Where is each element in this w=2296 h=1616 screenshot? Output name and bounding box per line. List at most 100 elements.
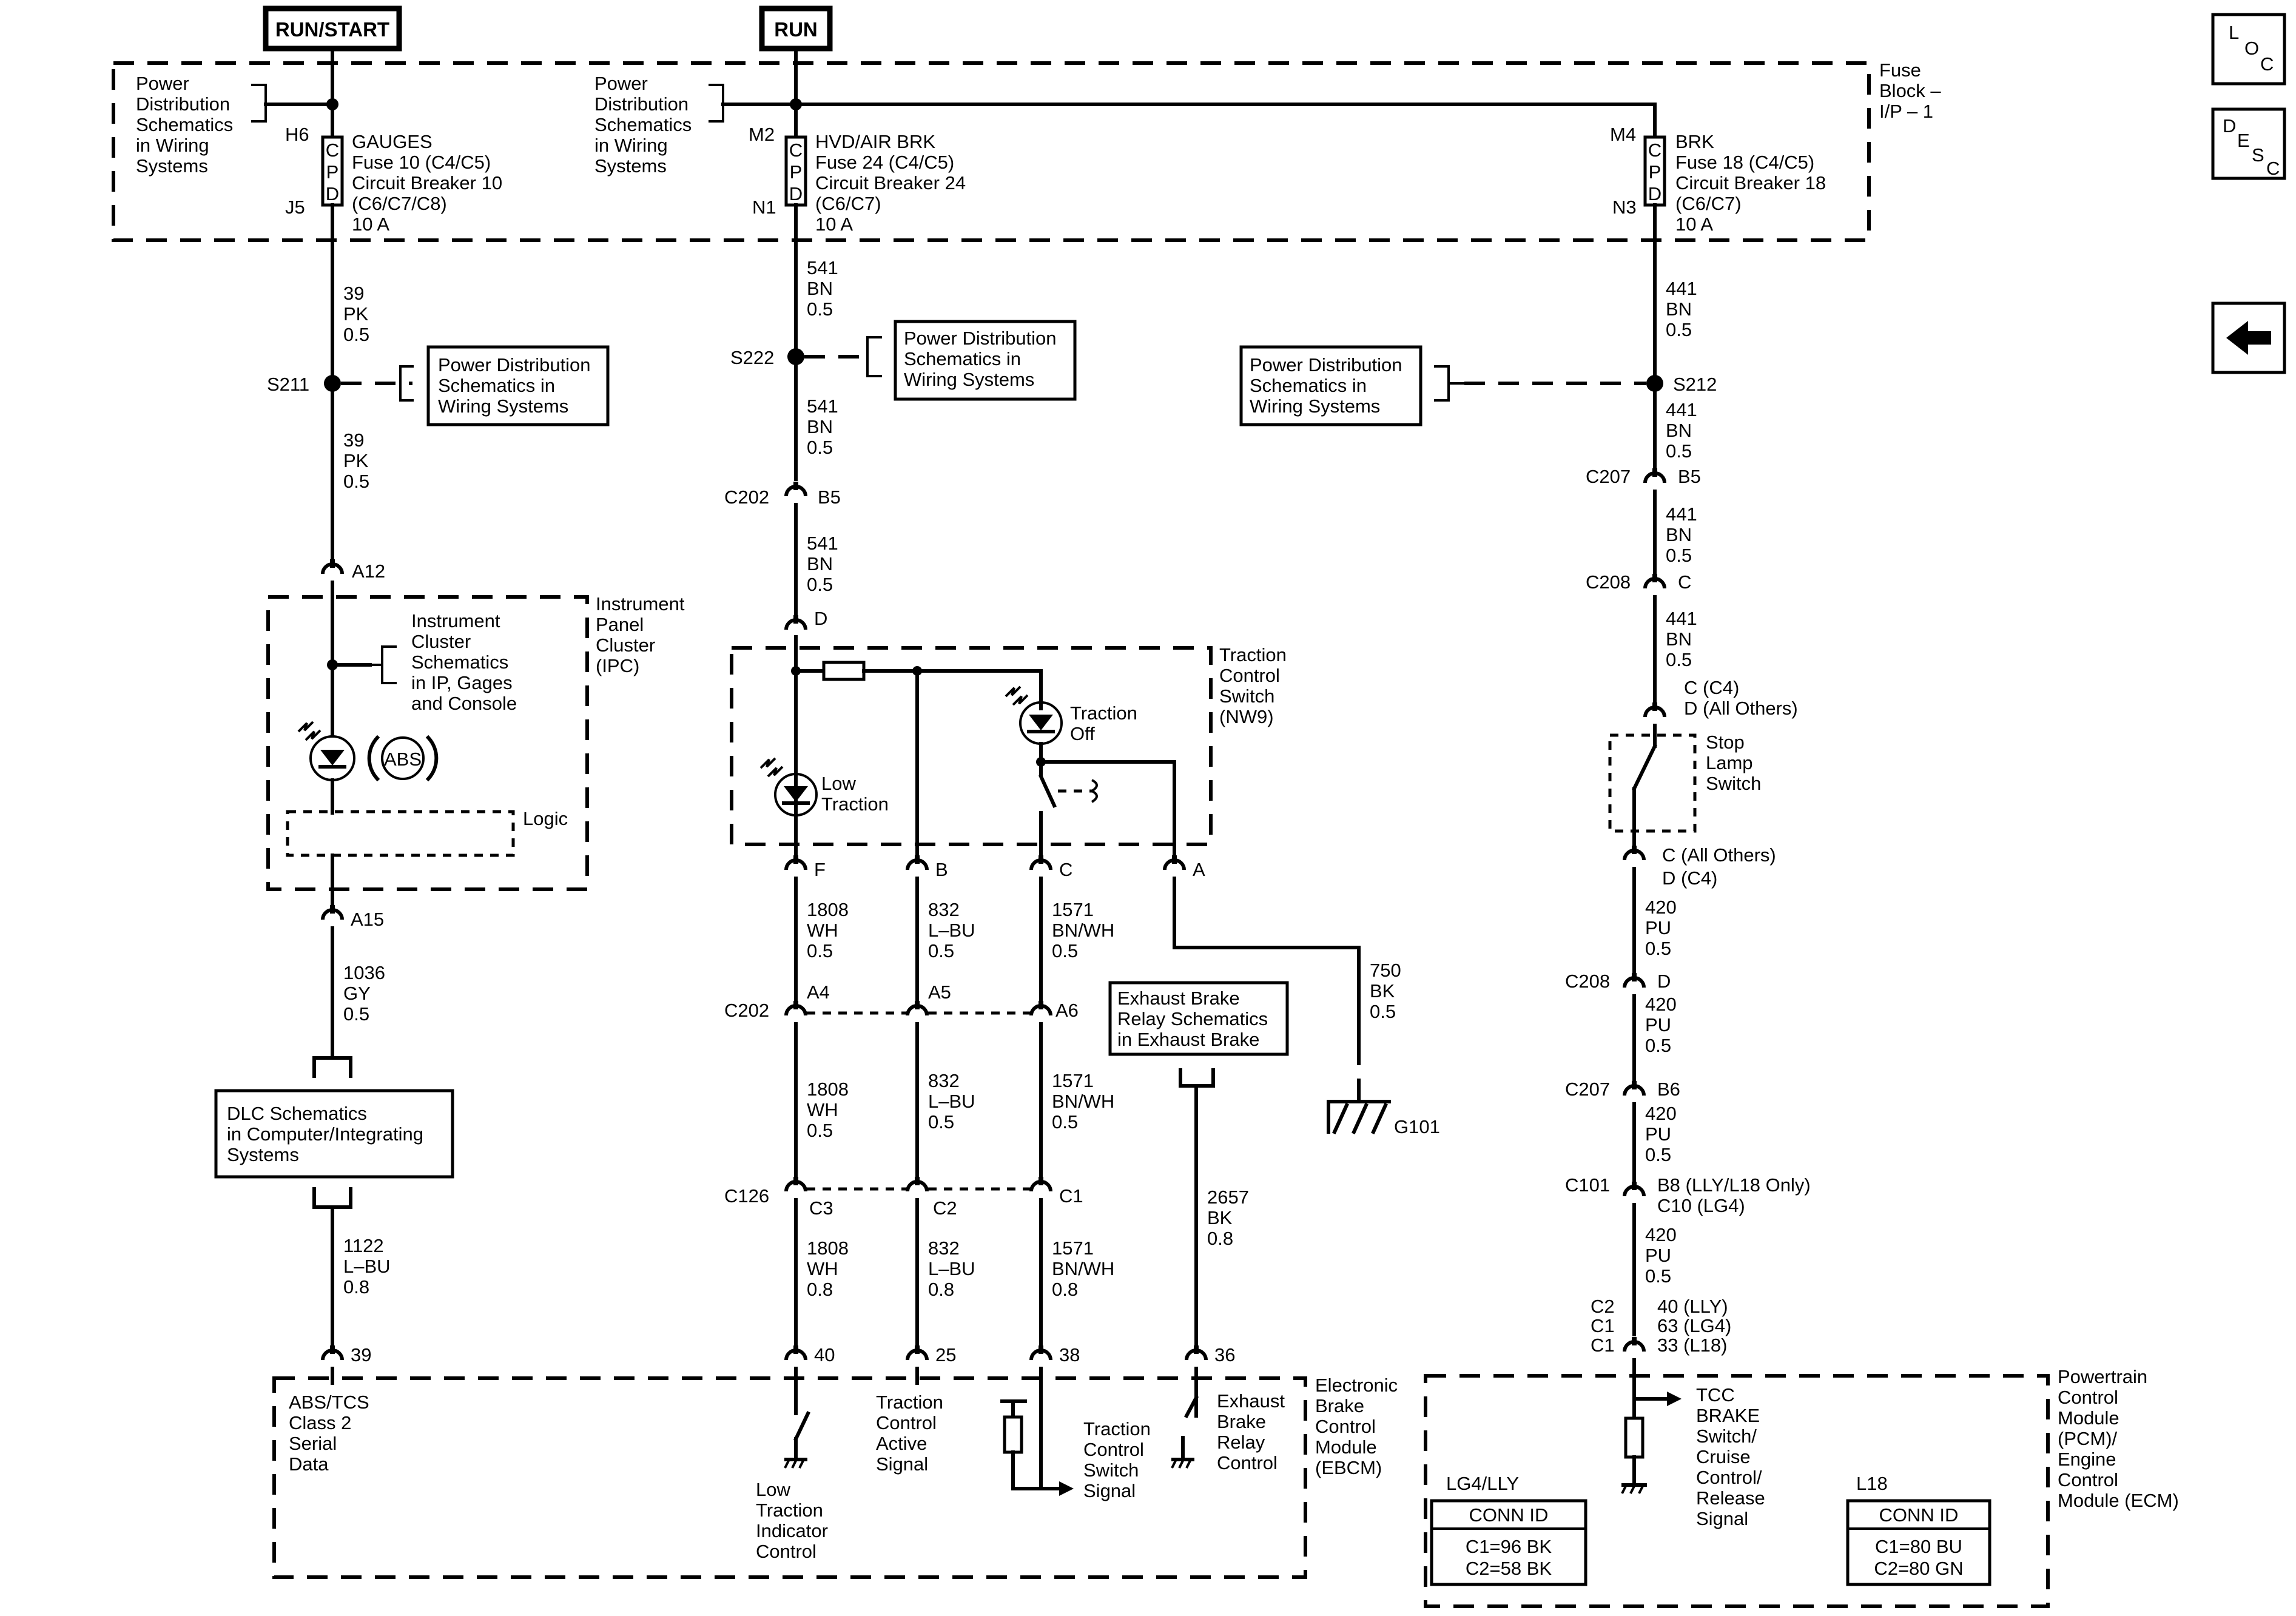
svg-text:ABS/TCS: ABS/TCS <box>289 1392 369 1413</box>
svg-text:Low: Low <box>756 1479 790 1500</box>
svg-text:0.8: 0.8 <box>343 1276 369 1298</box>
c208-label-bottom: C208 <box>1565 971 1610 992</box>
svg-text:541: 541 <box>807 533 838 554</box>
back-button[interactable] <box>2211 301 2286 374</box>
svg-text:(C6/C7): (C6/C7) <box>815 193 881 214</box>
svg-text:CONN ID: CONN ID <box>1469 1504 1549 1526</box>
svg-text:CONN ID: CONN ID <box>1879 1504 1959 1526</box>
c207-label-bottom: C207 <box>1565 1079 1610 1100</box>
connector-c126-c1 <box>1031 1177 1051 1191</box>
svg-text:750: 750 <box>1370 960 1401 981</box>
svg-text:0.5: 0.5 <box>1666 649 1692 670</box>
svg-text:Signal: Signal <box>1696 1508 1748 1529</box>
svg-text:Fuse: Fuse <box>1879 59 1921 81</box>
ebcm-tcs-signal-circuit <box>1000 1367 1074 1496</box>
svg-text:Switch: Switch <box>1706 773 1761 794</box>
c207-b5-label: B5 <box>1678 466 1701 487</box>
stop-switch-pin-bot-1: C (All Others) <box>1662 844 1776 866</box>
c101-label: C101 <box>1565 1174 1610 1196</box>
fuse-brk: M4 N3 C P D BRK Fuse 18 (C4/C5) Circuit … <box>1610 124 1826 235</box>
svg-text:(PCM)/: (PCM)/ <box>2058 1428 2118 1449</box>
svg-text:1808: 1808 <box>807 899 849 920</box>
svg-text:Data: Data <box>289 1453 329 1475</box>
svg-text:Block –: Block – <box>1879 80 1941 101</box>
svg-text:1571: 1571 <box>1052 1237 1094 1259</box>
wire-labels-row3: 1808 WH 0.8 832 L–BU 0.8 1571 BN/WH 0.8 <box>807 1237 1114 1300</box>
svg-text:TCC: TCC <box>1696 1384 1735 1406</box>
svg-text:M4: M4 <box>1610 124 1636 145</box>
connector-a15 <box>323 905 342 920</box>
svg-text:Active: Active <box>876 1433 927 1454</box>
svg-text:0.5: 0.5 <box>1052 940 1078 961</box>
tcs-internal-bus <box>862 669 1043 710</box>
tcs-pin-b: B <box>935 859 948 880</box>
stop-switch-pin-top-1: C (C4) <box>1684 677 1739 698</box>
ebcm-module: Electronic Brake Control Module (EBCM) <box>272 1375 1398 1579</box>
svg-text:0.5: 0.5 <box>1645 1035 1671 1056</box>
svg-text:Systems: Systems <box>136 155 208 177</box>
connector-tcs-b <box>907 855 927 870</box>
svg-text:Cruise: Cruise <box>1696 1446 1751 1467</box>
svg-text:BRK: BRK <box>1675 131 1714 152</box>
splice-s222 <box>787 348 804 365</box>
ebcm-exhaust-label: Exhaust Brake Relay Control <box>1217 1390 1285 1473</box>
c126-c3-label: C3 <box>809 1197 833 1219</box>
svg-text:Wiring Systems: Wiring Systems <box>904 369 1034 390</box>
ground-g101-label: G101 <box>1394 1116 1440 1137</box>
c202-b5-label: B5 <box>818 486 841 508</box>
svg-text:C: C <box>326 140 339 161</box>
svg-text:Cluster: Cluster <box>596 635 655 656</box>
svg-text:441: 441 <box>1666 503 1697 525</box>
svg-text:420: 420 <box>1645 994 1677 1015</box>
svg-text:0.5: 0.5 <box>928 1111 954 1133</box>
svg-text:in Wiring: in Wiring <box>136 135 209 156</box>
connector-c202-b5 <box>786 482 806 496</box>
wire-labels-row1: 1808 WH 0.5 832 L–BU 0.5 1571 BN/WH 0.5 <box>807 899 1114 961</box>
pd-ref-s222: Power Distribution Schematics in Wiring … <box>866 320 1077 401</box>
svg-text:C1: C1 <box>1591 1335 1615 1356</box>
svg-text:(IPC): (IPC) <box>596 655 639 676</box>
pcm-tcc-circuit <box>1621 1374 1682 1494</box>
svg-text:Schematics: Schematics <box>411 651 508 673</box>
ebcm-tcs-signal-label: Traction Control Switch Signal <box>1083 1418 1151 1501</box>
svg-text:Cluster: Cluster <box>411 631 471 652</box>
svg-text:Fuse 10 (C4/C5): Fuse 10 (C4/C5) <box>352 152 491 173</box>
wire-441-label-3: 441 BN 0.5 <box>1666 503 1697 566</box>
svg-text:PK: PK <box>343 450 369 471</box>
svg-text:0.5: 0.5 <box>1370 1001 1396 1022</box>
svg-text:P: P <box>1649 161 1661 183</box>
connector-c126-c3 <box>786 1177 806 1191</box>
wire-750-label: 750 BK 0.5 <box>1370 960 1401 1022</box>
wire-441-label-4: 441 BN 0.5 <box>1666 608 1697 670</box>
svg-text:Signal: Signal <box>1083 1480 1136 1501</box>
svg-text:Power: Power <box>594 73 648 94</box>
svg-text:Indicator: Indicator <box>756 1520 828 1541</box>
svg-text:BN: BN <box>807 553 833 574</box>
svg-text:420: 420 <box>1645 1224 1677 1245</box>
svg-text:L–BU: L–BU <box>928 1258 975 1279</box>
svg-text:Signal: Signal <box>876 1453 928 1475</box>
stop-switch-pin-top-2: D (All Others) <box>1684 698 1798 719</box>
svg-text:0.5: 0.5 <box>343 324 369 345</box>
svg-text:D: D <box>1648 183 1661 204</box>
svg-text:10 A: 10 A <box>1675 214 1713 235</box>
lg4-lly-conn-id-table: LG4/LLY CONN ID C1=96 BK C2=58 BK <box>1430 1473 1587 1586</box>
wire-420-label-1: 420 PU 0.5 <box>1645 897 1677 959</box>
svg-text:33 (L18): 33 (L18) <box>1657 1335 1727 1356</box>
c202-a4-label: A4 <box>807 981 830 1003</box>
tcs-resistor <box>822 661 866 681</box>
pcm-tcc-label: TCC BRAKE Switch/ Cruise Control/ Releas… <box>1696 1384 1765 1529</box>
svg-text:C: C <box>2266 158 2280 179</box>
svg-text:in Exhaust Brake: in Exhaust Brake <box>1117 1029 1259 1050</box>
svg-text:BK: BK <box>1370 980 1395 1002</box>
svg-text:0.5: 0.5 <box>1666 545 1692 566</box>
connector-ebcm-38 <box>1031 1345 1051 1360</box>
connector-stop-top <box>1645 702 1665 717</box>
svg-text:Schematics in: Schematics in <box>904 348 1021 369</box>
svg-text:1808: 1808 <box>807 1079 849 1100</box>
loc-button[interactable]: L O C <box>2211 13 2286 86</box>
ipc-schematics-ref: Instrument Cluster Schematics in IP, Gag… <box>370 610 517 714</box>
desc-button[interactable]: D E S C <box>2211 107 2286 180</box>
tcs-momentary-switch <box>1039 760 1098 858</box>
c126-label: C126 <box>724 1185 769 1207</box>
